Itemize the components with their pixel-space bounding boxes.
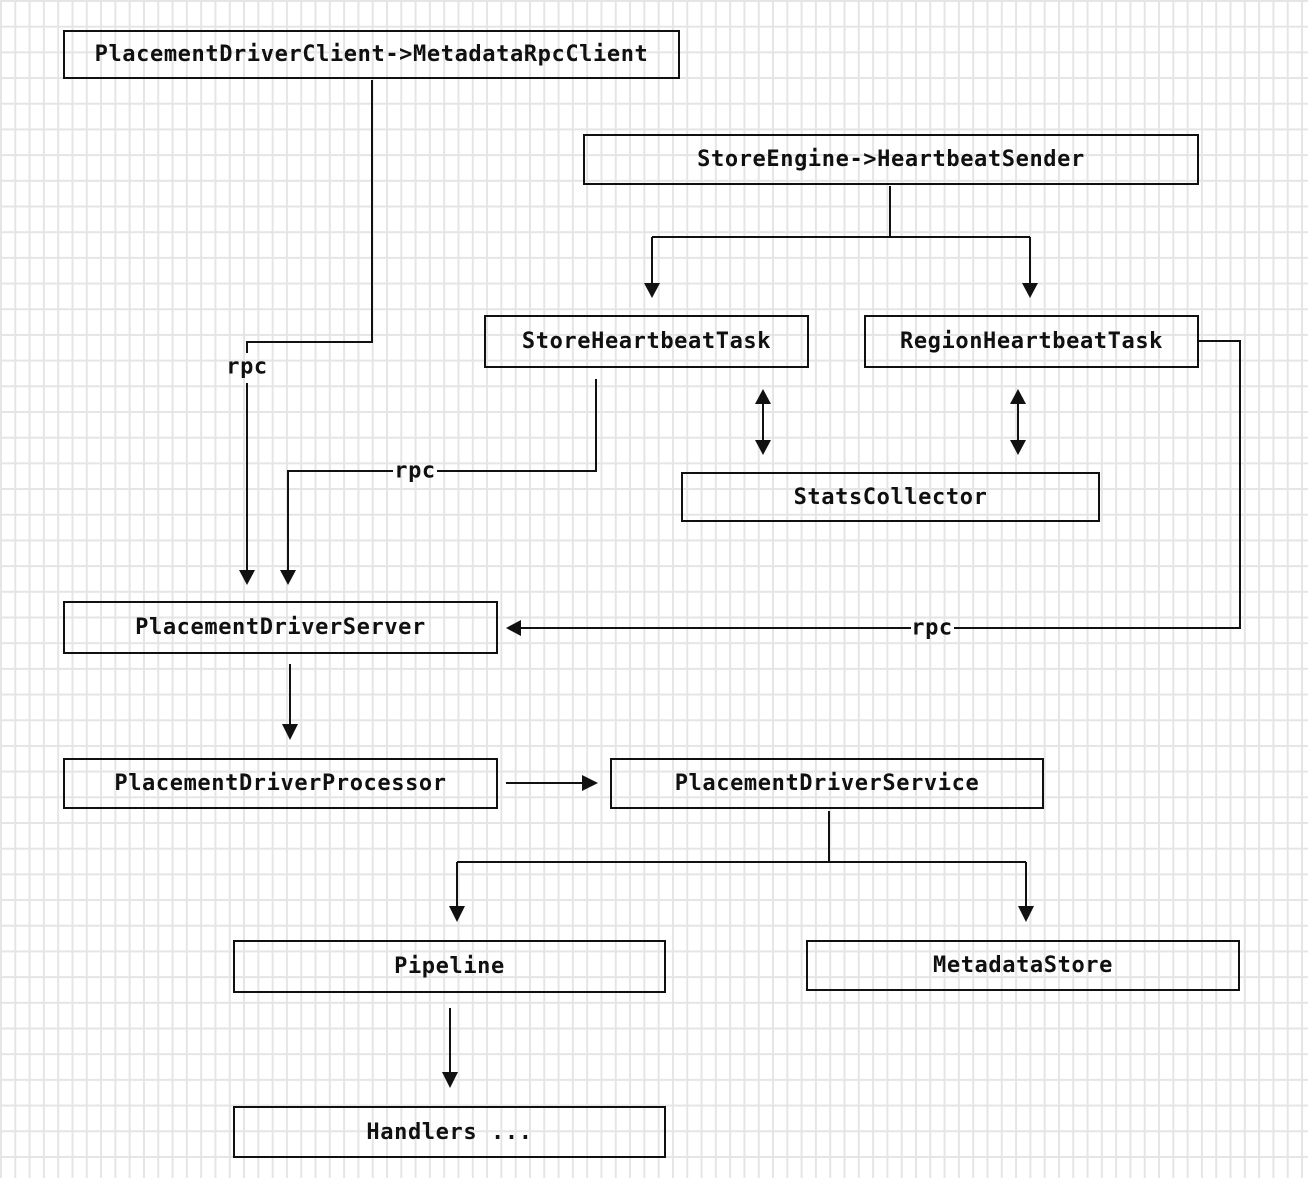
edge-label-rpc-region-task-to-server: rpc — [911, 615, 953, 641]
node-placement-driver-server: PlacementDriverServer — [63, 601, 498, 654]
node-pipeline: Pipeline — [233, 940, 666, 993]
node-label: Handlers ... — [366, 1119, 533, 1145]
arrowhead-store-task-to-server — [280, 570, 296, 585]
node-label: Pipeline — [394, 954, 505, 979]
node-stats-collector: StatsCollector — [681, 472, 1100, 522]
node-label: MetadataStore — [933, 953, 1113, 978]
node-placement-driver-service: PlacementDriverService — [610, 758, 1044, 809]
node-store-heartbeat-task: StoreHeartbeatTask — [484, 315, 809, 368]
node-metadata-store: MetadataStore — [806, 940, 1240, 991]
node-label: StatsCollector — [793, 484, 988, 510]
arrowhead-server-to-processor — [282, 724, 298, 740]
arrowhead-service-to-metadata-store — [1018, 906, 1034, 922]
arrowhead-region-task-stats-down — [1010, 440, 1026, 455]
node-region-heartbeat-task: RegionHeartbeatTask — [864, 315, 1199, 368]
arrowhead-engine-to-region-task — [1022, 283, 1038, 298]
edge-client-to-server-line — [246, 80, 373, 570]
node-placement-driver-processor: PlacementDriverProcessor — [63, 758, 498, 809]
arrowhead-service-to-pipeline — [449, 906, 465, 922]
node-placement-driver-client: PlacementDriverClient->MetadataRpcClient — [63, 30, 680, 79]
node-label: PlacementDriverServer — [135, 615, 426, 640]
arrowhead-region-task-stats-up — [1010, 389, 1026, 404]
arrowhead-processor-to-service — [582, 775, 598, 791]
edge-service-split-line — [456, 811, 1027, 906]
node-label: StoreEngine->HeartbeatSender — [697, 147, 1085, 172]
arrowhead-store-task-stats-up — [755, 389, 771, 404]
node-handlers: Handlers ... — [233, 1106, 666, 1158]
arrowhead-client-to-server — [239, 570, 255, 585]
edge-store-task-to-server-line — [287, 379, 597, 570]
edge-label-rpc-store-task-to-server: rpc — [394, 458, 436, 484]
edge-label-rpc-client-to-server: rpc — [226, 354, 268, 380]
node-label: PlacementDriverProcessor — [114, 771, 447, 796]
node-store-engine-heartbeat-sender: StoreEngine->HeartbeatSender — [583, 134, 1199, 185]
arrowhead-region-task-to-server — [506, 620, 521, 636]
arrowhead-store-task-stats-down — [755, 440, 771, 455]
edge-region-task-to-server-line — [521, 340, 1241, 629]
node-label: StoreHeartbeatTask — [521, 329, 772, 354]
arrowhead-pipeline-to-handlers — [442, 1072, 458, 1088]
node-label: PlacementDriverService — [674, 771, 980, 796]
node-label: RegionHeartbeatTask — [899, 329, 1164, 354]
node-label: PlacementDriverClient->MetadataRpcClient — [94, 42, 649, 67]
arrowhead-engine-to-store-task — [644, 283, 660, 298]
edge-engine-split-line — [651, 186, 1031, 283]
